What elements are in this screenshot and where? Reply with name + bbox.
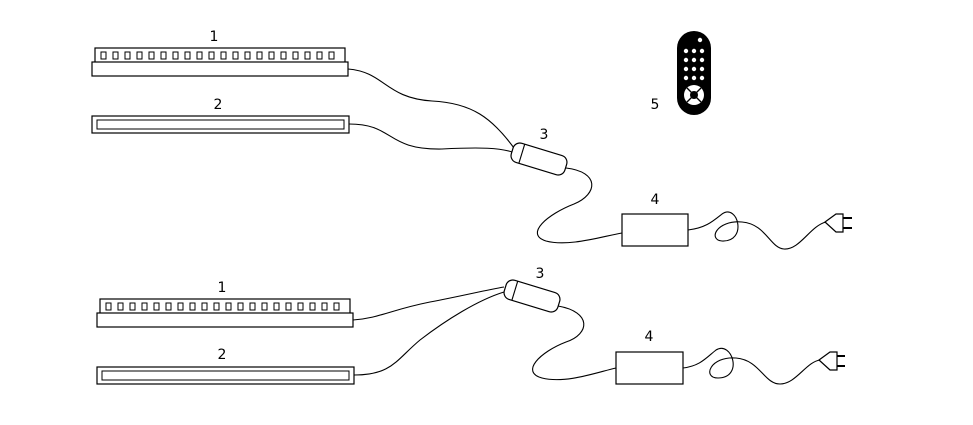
- label-light-bar-bottom: 2: [218, 347, 227, 363]
- power-cord-top: [687, 211, 827, 250]
- label-light-bar-top: 2: [214, 97, 223, 113]
- power-plug-icon: [824, 213, 852, 233]
- remote-control-icon: [677, 31, 711, 115]
- led-dots-bottom: [105, 302, 340, 311]
- label-led-strip-top: 1: [210, 29, 219, 45]
- power-adapter-top: [621, 213, 689, 247]
- connector-bottom: [503, 279, 561, 313]
- led-dots-top: [100, 51, 335, 60]
- connector-top: [510, 142, 568, 176]
- wire-connector-to-adapter-top: [536, 167, 623, 244]
- wire-strip-to-connector-bottom: [352, 286, 505, 321]
- power-cord-bottom: [682, 347, 821, 385]
- wire-connector-to-adapter-bottom: [532, 305, 617, 381]
- power-plug-icon: [818, 351, 845, 371]
- led-strip-bottom: [96, 298, 354, 328]
- bottom-assembly: 1 2 3 4: [96, 266, 845, 385]
- power-adapter-bottom: [615, 351, 684, 385]
- label-led-strip-bottom: 1: [218, 280, 227, 296]
- wire-bar-to-connector-top: [348, 123, 513, 153]
- label-power-adapter-top: 4: [651, 192, 660, 208]
- top-assembly: 1 2 3 4: [91, 29, 852, 250]
- label-connector-top: 3: [540, 127, 549, 143]
- light-bar-top: [91, 115, 350, 134]
- label-remote: 5: [651, 97, 660, 113]
- led-strip-top: [91, 47, 349, 77]
- label-power-adapter-bottom: 4: [645, 329, 654, 345]
- wire-bar-to-connector-bottom: [353, 291, 505, 376]
- light-bar-bottom: [96, 366, 355, 385]
- label-connector-bottom: 3: [536, 266, 545, 282]
- wire-strip-to-connector-top: [347, 68, 515, 149]
